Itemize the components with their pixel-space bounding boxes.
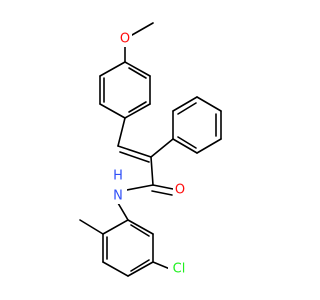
carbonyl-oxygen-label: O [175,183,185,198]
ring2-double-bond [177,102,197,115]
ring2-double-bond [177,136,197,149]
methoxy-oxygen-label: O [120,32,130,47]
carbonyl-bond [152,184,174,190]
alkene-double-bond [119,151,150,163]
bond-group [79,22,222,277]
chlorine-label: Cl [173,262,186,277]
aryl-chlorine-bond [152,261,171,270]
ring3-double-bond [130,224,150,237]
ring1-double-bond [128,67,147,79]
ring3-double-bond [130,259,150,272]
ring3-bond [102,219,129,235]
ring3-bond [127,261,154,277]
alkene-bond [117,145,152,158]
ring1-bond [99,61,126,77]
n-aryl-bond [117,202,129,221]
alkene-phenyl-bond [150,138,174,158]
ring2-bond [172,138,198,154]
ring2-bond [196,138,222,154]
ring3-bond [127,219,154,235]
carbonyl-double-bond [151,190,173,196]
ring2-bond [172,96,198,112]
ring1-double-bond [128,101,147,113]
aryl-methyl-bond [79,219,104,235]
amide-nitrogen-label: N [113,189,123,204]
ring1-bond [99,103,126,119]
structure-diagram: O O H N Cl [79,22,222,277]
alkene-carbonyl-bond [150,156,154,186]
ring1-bond [124,61,151,77]
atom-label-group: O O H N Cl [111,31,190,277]
ring2-bond [196,96,222,112]
methyl-o-bond [131,22,154,36]
ring3-bond [102,261,129,277]
amide-bond [126,184,154,191]
ring1-bond [124,103,151,119]
amide-hydrogen-label: H [113,169,123,184]
molecule-canvas: O O H N Cl [79,22,222,277]
aryl-vinyl-bond [117,117,126,147]
